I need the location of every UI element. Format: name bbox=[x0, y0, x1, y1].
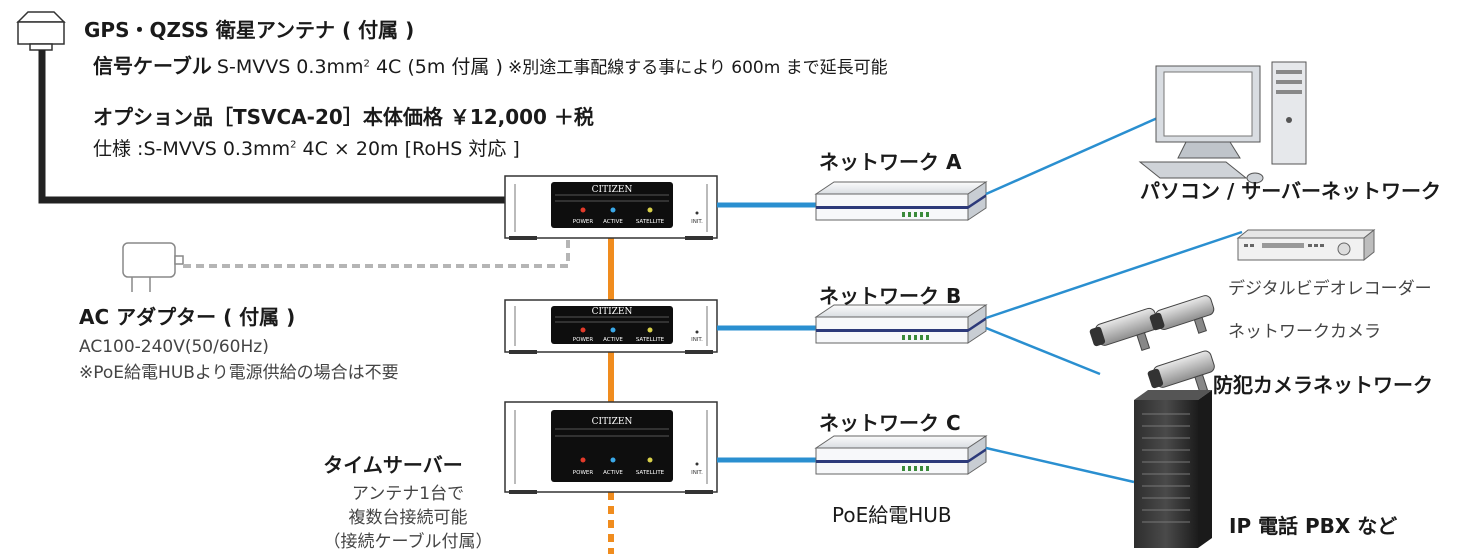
network-b-label: ネットワーク B bbox=[819, 284, 962, 308]
lan-cables bbox=[717, 202, 816, 463]
led-label-satellite: SATELLITE bbox=[636, 470, 665, 476]
dvr-label: デジタルビデオレコーダー bbox=[1228, 279, 1432, 299]
led-label-satellite: SATELLITE bbox=[636, 337, 665, 343]
init-label: INIT. bbox=[691, 337, 703, 343]
desktop-pc-icon bbox=[1138, 61, 1307, 184]
init-label: INIT. bbox=[691, 219, 703, 225]
pbx-label: IP 電話 PBX など bbox=[1229, 514, 1398, 538]
option-spec-head: 仕様 :S-MVVS 0.3mm bbox=[93, 138, 291, 160]
time-server-unit: CITIZEN POWER ACTIVE SATELLITE INIT. bbox=[504, 401, 718, 494]
camera-label: ネットワークカメラ bbox=[1228, 322, 1381, 342]
brand-label: CITIZEN bbox=[592, 417, 633, 427]
led-label-power: POWER bbox=[573, 470, 594, 476]
pbx-server-icon bbox=[1134, 390, 1212, 548]
led-label-power: POWER bbox=[573, 219, 594, 225]
option-spec: 仕様 :S-MVVS 0.3mm2 4C × 20m [RoHS 対応 ] bbox=[93, 140, 520, 159]
timeserver-line2: 複数台接続可能 bbox=[348, 508, 468, 528]
init-label: INIT. bbox=[691, 470, 703, 476]
power-cable bbox=[183, 237, 570, 268]
cable-spec-tail: 4C (5m 付属 ) bbox=[369, 56, 503, 78]
network-c-label: ネットワーク C bbox=[819, 411, 961, 435]
network-a-label: ネットワーク A bbox=[819, 150, 962, 174]
cable-label: 信号ケーブル bbox=[93, 54, 212, 78]
adapter-spec: AC100-240V(50/60Hz) bbox=[79, 337, 269, 357]
adapter-title: AC アダプター ( 付属 ) bbox=[79, 305, 296, 329]
time-server-unit: CITIZEN POWER ACTIVE SATELLITE INIT. bbox=[504, 299, 718, 354]
led-label-active: ACTIVE bbox=[603, 337, 623, 343]
timeserver-line3: （接続ケーブル付属） bbox=[323, 532, 493, 552]
cable-spec-line: 信号ケーブル S-MVVS 0.3mm2 4C (5m 付属 ) ※別途工事配線… bbox=[93, 56, 888, 77]
time-server-unit: CITIZEN POWER ACTIVE SATELLITE INIT. bbox=[504, 175, 718, 240]
network-hub-a bbox=[814, 181, 988, 221]
led-label-active: ACTIVE bbox=[603, 470, 623, 476]
option-spec-tail: 4C × 20m [RoHS 対応 ] bbox=[296, 138, 520, 160]
antenna-icon bbox=[16, 11, 66, 51]
brand-label: CITIZEN bbox=[592, 185, 633, 195]
poe-hub-label: PoE給電HUB bbox=[832, 503, 952, 527]
cable-note: ※別途工事配線する事により 600m まで延長可能 bbox=[507, 58, 888, 78]
led-label-power: POWER bbox=[573, 337, 594, 343]
option-title: オプション品［TSVCA-20］本体価格 ￥12,000 ＋税 bbox=[93, 105, 594, 129]
led-label-active: ACTIVE bbox=[603, 219, 623, 225]
timeserver-line1: アンテナ1台で bbox=[351, 484, 465, 504]
brand-label: CITIZEN bbox=[592, 307, 633, 317]
cable-spec-sup: 2 bbox=[363, 58, 370, 70]
cable-spec: S-MVVS 0.3mm bbox=[216, 56, 364, 78]
network-camera-icon bbox=[1089, 295, 1215, 394]
dvr-icon bbox=[1236, 228, 1376, 262]
camera-network-label: 防犯カメラネットワーク bbox=[1213, 373, 1433, 397]
adapter-note: ※PoE給電HUBより電源供給の場合は不要 bbox=[79, 363, 399, 383]
antenna-cable bbox=[38, 50, 505, 204]
network-hub-b bbox=[814, 304, 988, 344]
pc-network-label: パソコン / サーバーネットワーク bbox=[1140, 179, 1442, 203]
lan-cables-out bbox=[985, 114, 1243, 484]
led-label-satellite: SATELLITE bbox=[636, 219, 665, 225]
poe-hub-c bbox=[814, 435, 988, 475]
option-spec-sup: 2 bbox=[290, 139, 297, 151]
timeserver-title: タイムサーバー bbox=[323, 453, 463, 477]
ac-adapter-icon bbox=[122, 242, 184, 292]
antenna-title: GPS・QZSS 衛星アンテナ ( 付属 ) bbox=[84, 18, 415, 42]
